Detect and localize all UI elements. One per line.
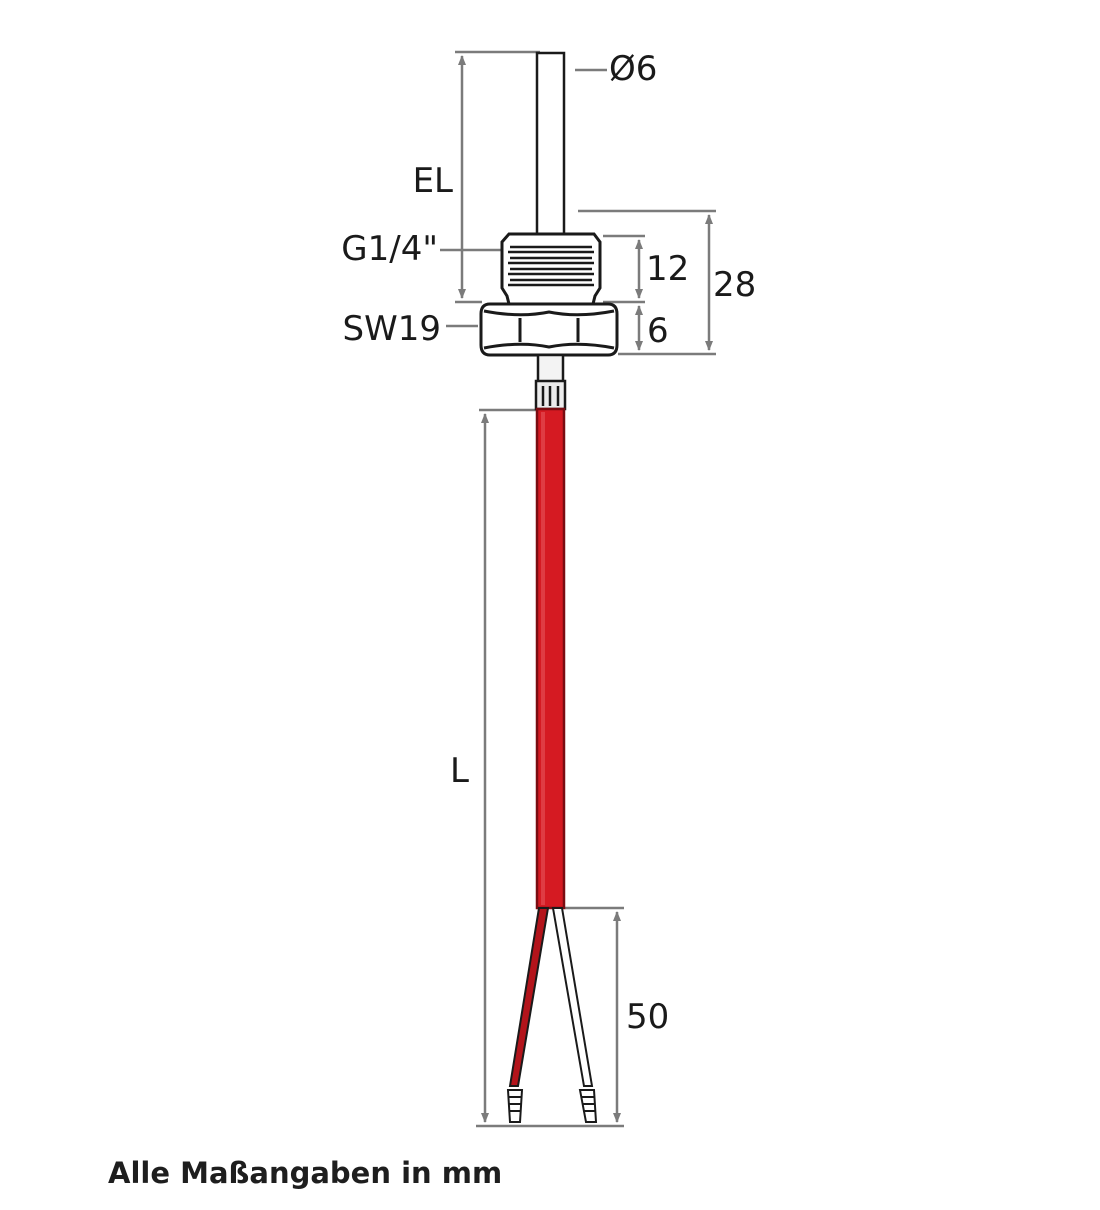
thread-length-label: 12 [646,249,689,289]
red-wire [508,907,550,1087]
units-note: Alle Maßangaben in mm [108,1156,503,1190]
el-label: EL [413,161,453,201]
wrench-label: SW19 [343,309,441,349]
cable-transition [534,353,567,411]
neck [536,353,565,384]
wire-ferrule-left [506,1089,524,1123]
thread-grooves [508,245,594,287]
wire-ferrule-right [578,1089,598,1123]
hex-nut-body [479,302,619,357]
nut-height-label: 6 [647,311,669,351]
cable-length-label: L [450,751,469,791]
white-wire [551,907,594,1087]
thread-label: G1/4" [341,229,438,269]
probe-tube [535,51,566,238]
hex-nut-bottom-chamfer [483,342,615,350]
fitting-height-label: 28 [713,265,756,305]
thread-section [500,232,602,306]
diameter-label: Ø6 [609,49,657,89]
hex-nut-top-chamfer [483,309,615,317]
hex-nut [479,302,619,357]
red-cable-highlight [541,412,545,905]
dimension-lines [440,50,716,1128]
wire-strip-label: 50 [626,997,669,1037]
